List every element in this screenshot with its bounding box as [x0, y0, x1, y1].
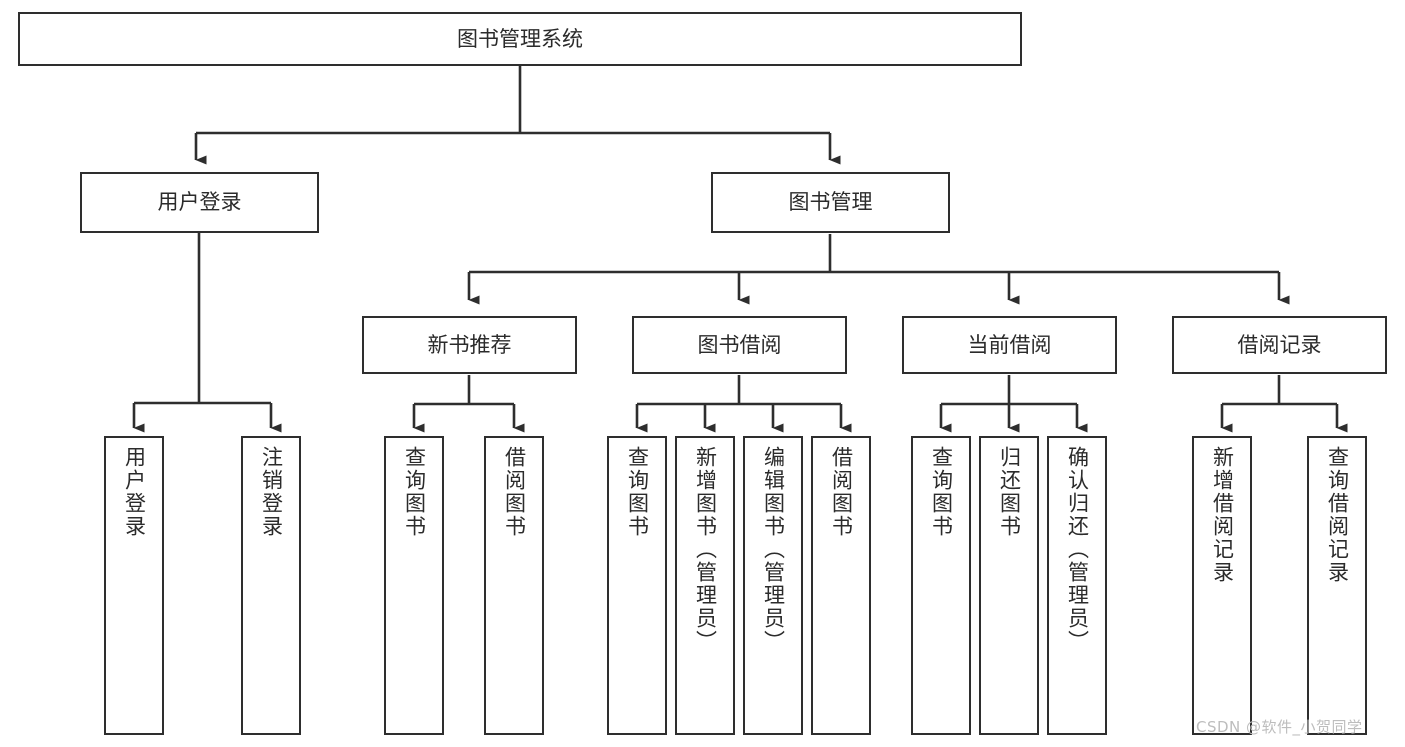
csdn-watermark: CSDN @软件_小贺同学 — [1196, 718, 1363, 736]
node-label: 新增借阅记录 — [1210, 446, 1235, 584]
node-label: 图书借阅 — [697, 332, 782, 357]
node-label: 图书管理 — [788, 190, 873, 215]
node-root-system[interactable]: 图书管理系统 — [18, 12, 1022, 66]
node-leaf-query-book-recommend[interactable]: 查询图书 — [384, 436, 444, 735]
node-current-borrow[interactable]: 当前借阅 — [902, 316, 1117, 374]
node-leaf-borrow-book-recommend[interactable]: 借阅图书 — [484, 436, 544, 735]
node-leaf-add-borrow-record[interactable]: 新增借阅记录 — [1192, 436, 1252, 735]
node-leaf-add-book-admin[interactable]: 新增图书（管理员） — [675, 436, 735, 735]
node-borrow-record[interactable]: 借阅记录 — [1172, 316, 1387, 374]
node-book-management[interactable]: 图书管理 — [711, 172, 950, 233]
node-label: 查询借阅记录 — [1325, 446, 1350, 584]
node-label: 当前借阅 — [967, 332, 1052, 357]
node-new-book-recommend[interactable]: 新书推荐 — [362, 316, 577, 374]
node-label: 查询图书 — [625, 446, 650, 538]
node-leaf-query-book-current[interactable]: 查询图书 — [911, 436, 971, 735]
node-leaf-borrow-book[interactable]: 借阅图书 — [811, 436, 871, 735]
node-leaf-confirm-return-admin[interactable]: 确认归还（管理员） — [1047, 436, 1107, 735]
node-label: 借阅图书 — [829, 446, 854, 538]
node-leaf-query-book-borrow[interactable]: 查询图书 — [607, 436, 667, 735]
node-label: 借阅记录 — [1237, 332, 1322, 357]
node-label: 归还图书 — [997, 446, 1022, 538]
node-leaf-return-book[interactable]: 归还图书 — [979, 436, 1039, 735]
node-label: 新增图书（管理员） — [693, 446, 718, 653]
node-label: 编辑图书（管理员） — [761, 446, 786, 653]
node-leaf-user-login[interactable]: 用户登录 — [104, 436, 164, 735]
node-label: 注销登录 — [259, 446, 284, 538]
node-label: 查询图书 — [402, 446, 427, 538]
node-label: 新书推荐 — [427, 332, 512, 357]
node-label: 查询图书 — [929, 446, 954, 538]
node-label: 用户登录 — [122, 446, 147, 538]
node-book-borrow[interactable]: 图书借阅 — [632, 316, 847, 374]
node-label: 图书管理系统 — [457, 26, 583, 51]
node-user-login[interactable]: 用户登录 — [80, 172, 319, 233]
node-label: 用户登录 — [157, 190, 242, 215]
node-label: 确认归还（管理员） — [1065, 446, 1090, 653]
node-leaf-logout[interactable]: 注销登录 — [241, 436, 301, 735]
node-leaf-query-borrow-record[interactable]: 查询借阅记录 — [1307, 436, 1367, 735]
node-leaf-edit-book-admin[interactable]: 编辑图书（管理员） — [743, 436, 803, 735]
node-label: 借阅图书 — [502, 446, 527, 538]
